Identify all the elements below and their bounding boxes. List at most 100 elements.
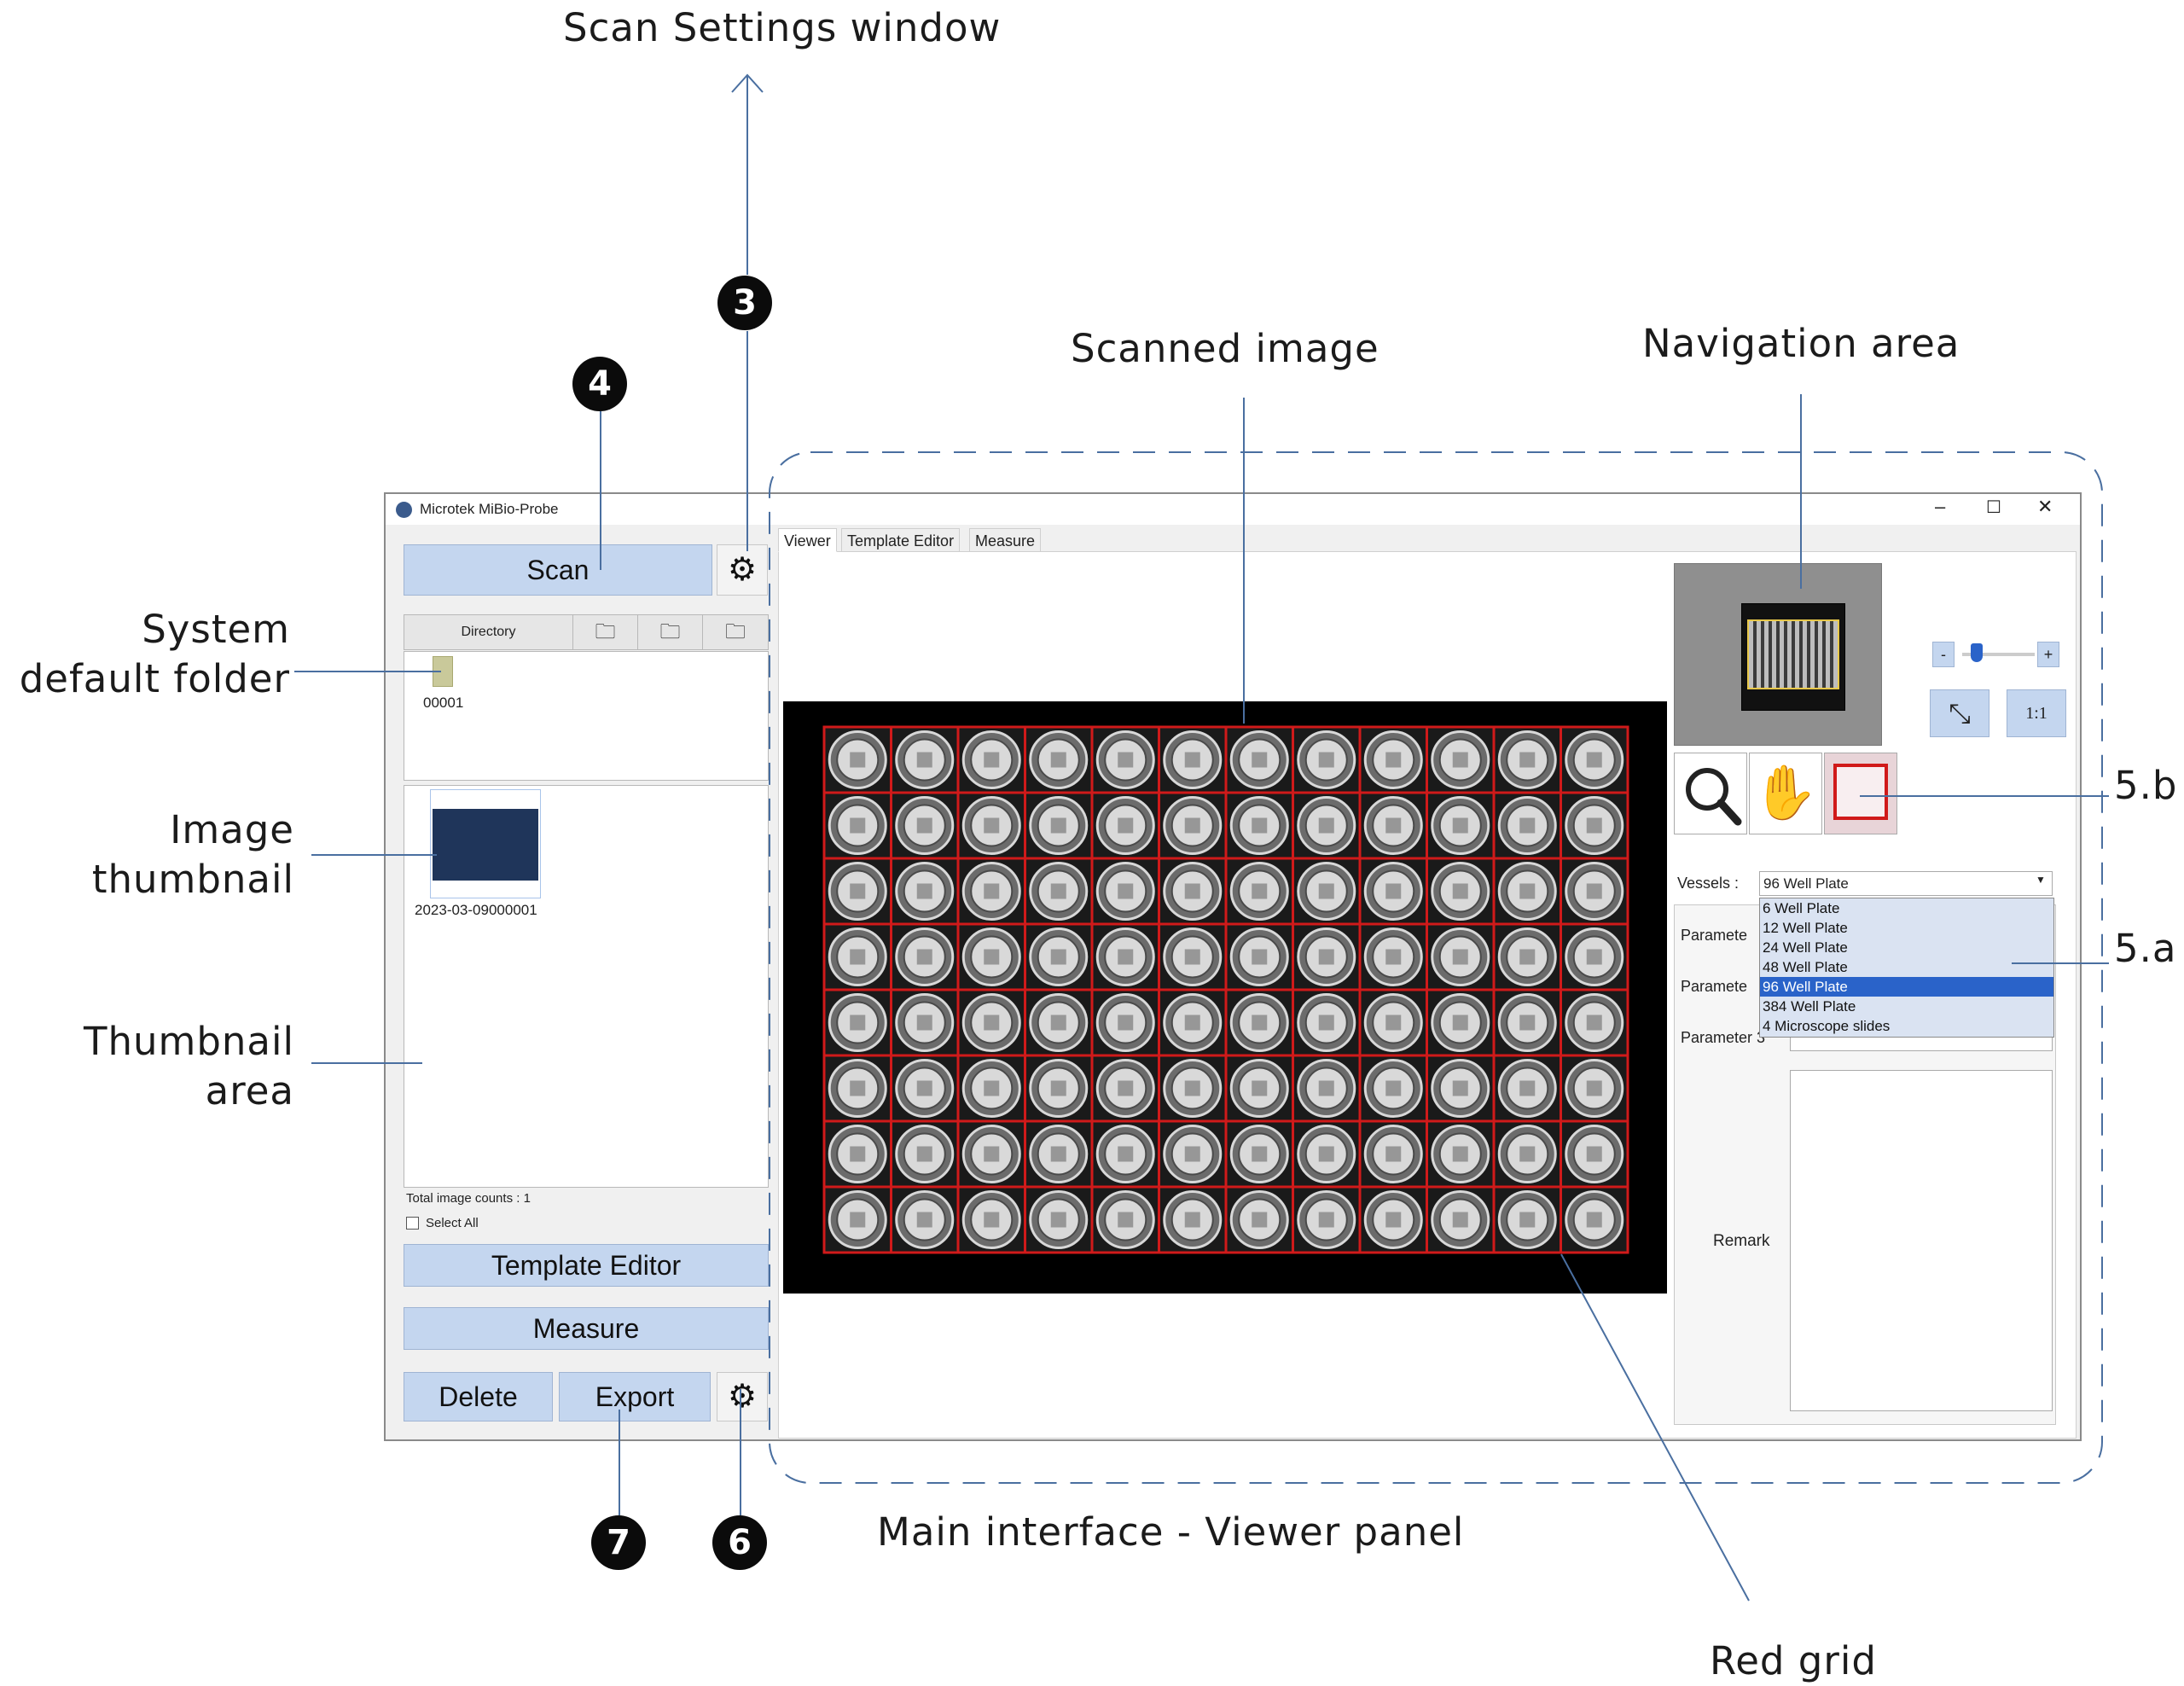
scan-settings-gear-icon[interactable]: ⚙ bbox=[717, 544, 768, 596]
well-sample-mark bbox=[1385, 817, 1402, 834]
zoom-in-button[interactable]: + bbox=[2037, 642, 2059, 667]
well-sample-mark bbox=[1118, 817, 1134, 834]
folder-list: 00001 bbox=[404, 651, 769, 781]
well-sample-mark bbox=[916, 1146, 932, 1162]
select-all-label: Select All bbox=[426, 1216, 479, 1230]
well-sample-mark bbox=[1385, 1212, 1402, 1228]
folder-remove-icon[interactable]: 🗀 bbox=[573, 615, 638, 649]
vessels-label: Vessels : bbox=[1677, 875, 1740, 892]
export-button[interactable]: Export bbox=[559, 1372, 711, 1421]
well-sample-mark bbox=[1050, 1080, 1066, 1096]
well-sample-mark bbox=[1452, 1212, 1468, 1228]
well-sample-mark bbox=[1184, 1146, 1200, 1162]
well-sample-mark bbox=[1586, 1015, 1602, 1031]
tab-measure[interactable]: Measure bbox=[969, 528, 1042, 552]
well-sample-mark bbox=[1050, 1212, 1066, 1228]
well-sample-mark bbox=[1519, 1146, 1536, 1162]
well-sample-mark bbox=[1385, 949, 1402, 965]
well-sample-mark bbox=[1318, 817, 1334, 834]
vessels-dropdown-list[interactable]: 6 Well Plate 12 Well Plate 24 Well Plate… bbox=[1759, 898, 2054, 1038]
well-sample-mark bbox=[1318, 1015, 1334, 1031]
zoom-tool-magnifier-icon[interactable] bbox=[1674, 753, 1747, 834]
well-sample-mark bbox=[1118, 883, 1134, 899]
total-image-counts: Total image counts : 1 bbox=[406, 1191, 531, 1206]
image-thumbnail[interactable] bbox=[430, 789, 541, 898]
well-sample-mark bbox=[850, 1146, 866, 1162]
grid-tool-icon[interactable] bbox=[1824, 753, 1897, 834]
well-sample-mark bbox=[1385, 1080, 1402, 1096]
select-all-checkbox[interactable] bbox=[406, 1217, 419, 1230]
well-sample-mark bbox=[1586, 752, 1602, 768]
badge-6: 6 bbox=[712, 1515, 767, 1570]
zoom-out-button[interactable]: - bbox=[1932, 642, 1955, 667]
well-sample-mark bbox=[1184, 752, 1200, 768]
well-sample-mark bbox=[916, 1015, 932, 1031]
vessel-option[interactable]: 24 Well Plate bbox=[1763, 939, 1848, 956]
well-sample-mark bbox=[1586, 1080, 1602, 1096]
well-sample-mark bbox=[1252, 1212, 1268, 1228]
well-sample-mark bbox=[850, 1212, 866, 1228]
well-sample-mark bbox=[1385, 883, 1402, 899]
well-sample-mark bbox=[984, 752, 1000, 768]
well-sample-mark bbox=[1519, 1015, 1536, 1031]
folder-add-icon[interactable]: 🗀 bbox=[638, 615, 703, 649]
minimize-button[interactable]: – bbox=[1935, 496, 1946, 517]
viewer-panel-dashed-outline bbox=[769, 451, 2103, 1484]
vessel-option[interactable]: 12 Well Plate bbox=[1763, 920, 1848, 936]
parameter-2-label: Paramete bbox=[1681, 978, 1748, 995]
well-sample-mark bbox=[1519, 883, 1536, 899]
tab-template-editor[interactable]: Template Editor bbox=[841, 528, 961, 552]
parameter-1-label: Paramete bbox=[1681, 927, 1748, 944]
export-settings-gear-icon[interactable]: ⚙ bbox=[717, 1372, 768, 1421]
well-sample-mark bbox=[1050, 1146, 1066, 1162]
thumbnail-name[interactable]: 2023-03-09000001 bbox=[415, 902, 537, 918]
one-to-one-button[interactable]: 1:1 bbox=[2007, 689, 2066, 737]
well-sample-mark bbox=[1118, 1146, 1134, 1162]
title-bar: Microtek MiBio-Probe – ☐ ✕ bbox=[386, 494, 2080, 525]
template-editor-button[interactable]: Template Editor bbox=[404, 1244, 769, 1287]
magnifier-glyph bbox=[1686, 768, 1742, 826]
vessel-option[interactable]: 48 Well Plate bbox=[1763, 959, 1848, 975]
navigation-area[interactable] bbox=[1674, 563, 1882, 746]
well-sample-mark bbox=[1184, 1080, 1200, 1096]
fit-to-window-icon[interactable]: ⤡ bbox=[1930, 689, 1989, 737]
well-sample-mark bbox=[1252, 752, 1268, 768]
well-sample-mark bbox=[1118, 1212, 1134, 1228]
vessels-select[interactable]: 96 Well Plate ▼ bbox=[1759, 871, 2053, 896]
navigation-preview bbox=[1741, 603, 1845, 711]
directory-header: Directory 🗀 🗀 🗀 bbox=[404, 614, 769, 650]
callout-scan-settings-window: Scan Settings window bbox=[563, 5, 1002, 50]
well-sample-mark bbox=[1184, 1212, 1200, 1228]
folder-settings-icon[interactable]: 🗀 bbox=[725, 620, 746, 643]
well-sample-mark bbox=[916, 817, 932, 834]
zoom-slider-handle[interactable] bbox=[1971, 643, 1983, 662]
scan-button[interactable]: Scan bbox=[404, 544, 712, 596]
vessel-option-selected[interactable]: 96 Well Plate bbox=[1760, 977, 2053, 997]
well-sample-mark bbox=[1252, 883, 1268, 899]
remark-textarea[interactable] bbox=[1790, 1070, 2053, 1411]
measure-button[interactable]: Measure bbox=[404, 1307, 769, 1350]
callout-navigation-area: Navigation area bbox=[1642, 321, 1960, 366]
close-button[interactable]: ✕ bbox=[2037, 496, 2053, 517]
well-sample-mark bbox=[1184, 883, 1200, 899]
zoom-slider-track[interactable] bbox=[1962, 653, 2035, 656]
well-sample-mark bbox=[916, 1212, 932, 1228]
well-sample-mark bbox=[1519, 817, 1536, 834]
delete-button[interactable]: Delete bbox=[404, 1372, 553, 1421]
tab-viewer[interactable]: Viewer bbox=[778, 528, 837, 552]
vessel-option[interactable]: 4 Microscope slides bbox=[1763, 1018, 1891, 1034]
vessel-option[interactable]: 6 Well Plate bbox=[1763, 900, 1840, 916]
scanned-image[interactable] bbox=[783, 701, 1667, 1294]
pan-tool-hand-icon[interactable]: ✋ bbox=[1749, 753, 1822, 834]
navigation-viewport-frame[interactable] bbox=[1747, 619, 1839, 689]
vessel-option[interactable]: 384 Well Plate bbox=[1763, 998, 1856, 1015]
folder-name[interactable]: 00001 bbox=[423, 695, 464, 711]
maximize-button[interactable]: ☐ bbox=[1986, 498, 2001, 517]
well-sample-mark bbox=[1385, 1146, 1402, 1162]
well-sample-mark bbox=[1586, 817, 1602, 834]
well-sample-mark bbox=[984, 1146, 1000, 1162]
well-sample-mark bbox=[1586, 883, 1602, 899]
